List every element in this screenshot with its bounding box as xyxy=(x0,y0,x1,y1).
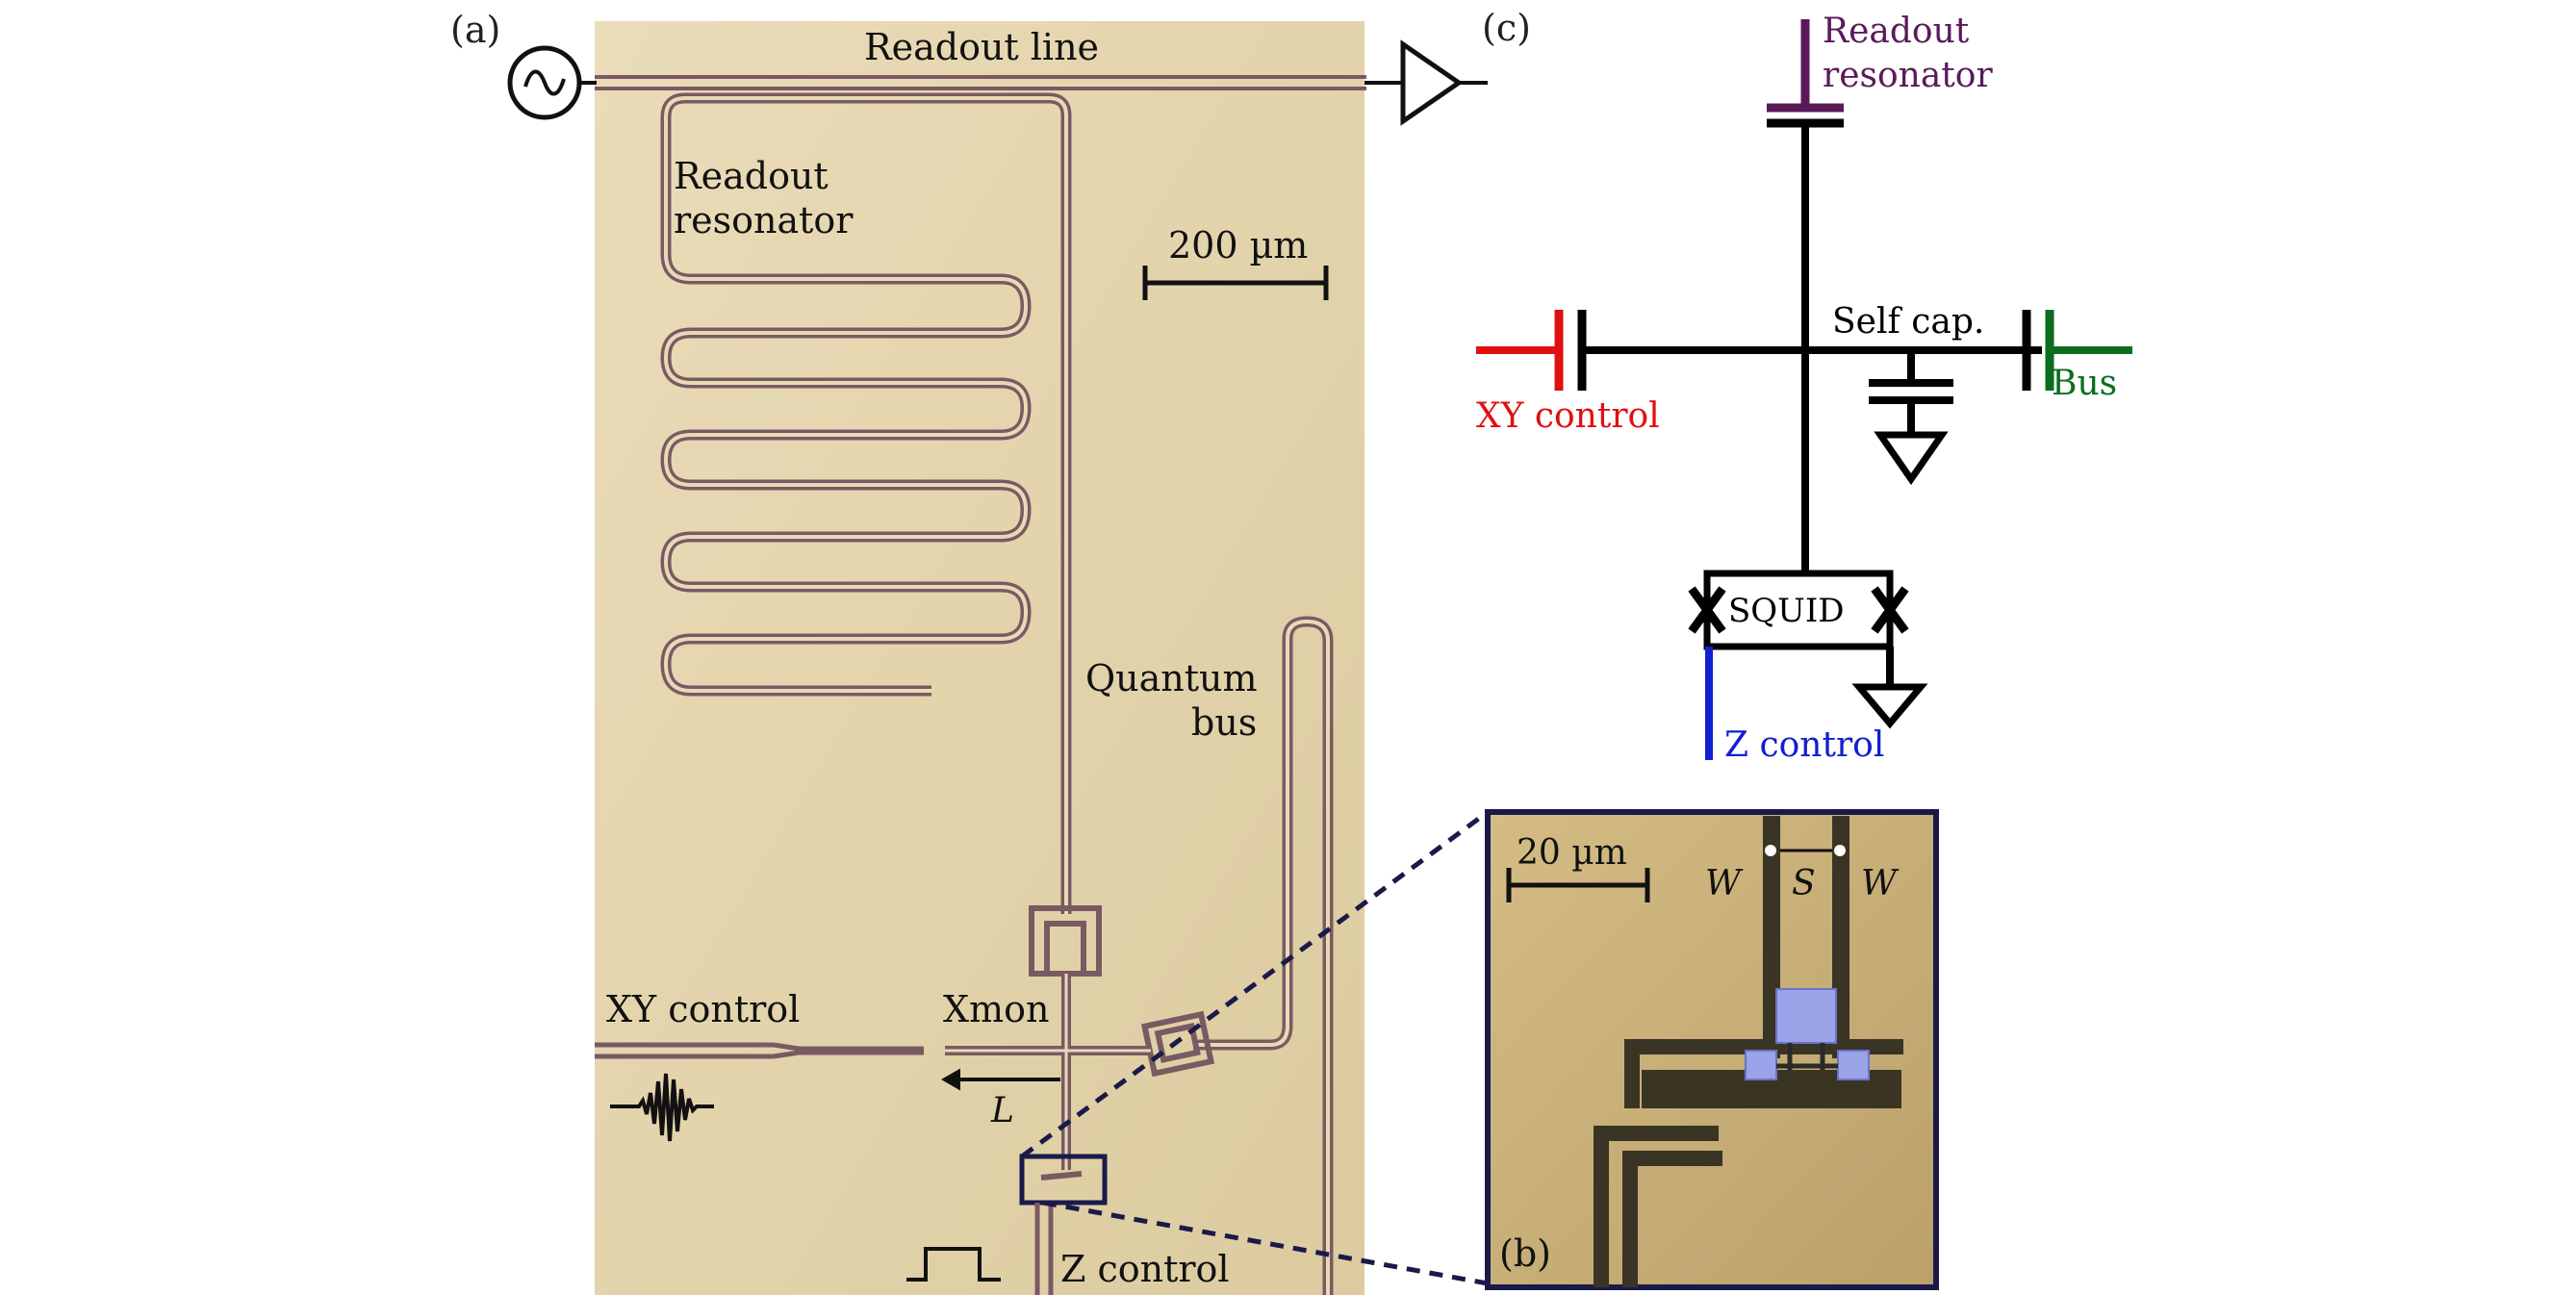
width-label-left: W xyxy=(1705,864,1744,903)
panel-c-tag: (c) xyxy=(1482,7,1531,49)
width-label-right: W xyxy=(1861,864,1900,903)
microwave-pulse-icon xyxy=(610,1073,714,1142)
z-control-label: Z control xyxy=(1060,1248,1230,1290)
quantum-bus-label-line2: bus xyxy=(1191,701,1257,744)
xy-control-capacitor xyxy=(1476,310,1587,391)
xy-control-label: XY control xyxy=(606,988,800,1030)
signal-source-icon xyxy=(507,45,582,120)
self-cap-label: Self cap. xyxy=(1832,302,1984,342)
readout-resonator-label-line2: resonator xyxy=(674,199,854,241)
panel-a-tag: (a) xyxy=(450,9,500,51)
gap-markers xyxy=(1765,845,1846,856)
panel-b-tag: (b) xyxy=(1499,1232,1551,1275)
z-control-schematic-label: Z control xyxy=(1724,725,1884,765)
readout-resonator-capacitor xyxy=(1767,19,1844,113)
panel-b: (b) 20 µm W S W xyxy=(1485,809,1939,1290)
panel-c: (c) Readout resonator XY control Bus xyxy=(1476,7,2132,765)
scale-bar-200um xyxy=(1142,266,1329,300)
dc-pulse-icon xyxy=(906,1247,1001,1282)
junction-cross-right xyxy=(1871,586,1909,634)
readout-resonator-schematic-label-line2: resonator xyxy=(1823,56,1993,95)
scale-bar-20um xyxy=(1506,868,1650,902)
readout-resonator-trace-inner xyxy=(664,96,1068,914)
self-capacitor-to-ground xyxy=(1869,350,1953,433)
junction-cross-left xyxy=(1688,586,1726,634)
xy-control-line xyxy=(595,1042,924,1059)
bus-schematic-label: Bus xyxy=(2052,364,2117,403)
arm-length-symbol: L xyxy=(990,1091,1014,1130)
scale-bar-20um-label: 20 µm xyxy=(1517,833,1627,873)
squid-zoom-box xyxy=(1019,1154,1108,1206)
panel-a: (a) Readout line Readout resonator xyxy=(450,9,1490,1295)
ground-symbol-1 xyxy=(1874,431,1949,486)
quantum-bus-label-line1: Quantum xyxy=(1085,657,1258,699)
ground-symbol-2 xyxy=(1851,683,1928,729)
readout-line-label: Readout line xyxy=(864,26,1099,68)
scale-bar-200um-label: 200 µm xyxy=(1168,224,1308,267)
chip-micrograph xyxy=(595,21,1365,1295)
xmon-label: Xmon xyxy=(943,988,1049,1030)
amplifier-icon xyxy=(1400,39,1488,126)
junction-pads xyxy=(1745,988,1870,1080)
zoom-connector xyxy=(1020,809,1490,1286)
readout-resonator-label-line1: Readout xyxy=(674,155,829,197)
arm-length-arrow xyxy=(940,1068,1060,1091)
xy-control-schematic-label: XY control xyxy=(1476,396,1660,436)
squid-label: SQUID xyxy=(1728,592,1845,630)
gap-label: S xyxy=(1792,864,1816,903)
readout-resonator-schematic-label-line1: Readout xyxy=(1823,12,1970,51)
z-control-line xyxy=(1034,1203,1054,1295)
readout-line xyxy=(595,75,1366,90)
bus-capacitor xyxy=(2022,310,2132,391)
